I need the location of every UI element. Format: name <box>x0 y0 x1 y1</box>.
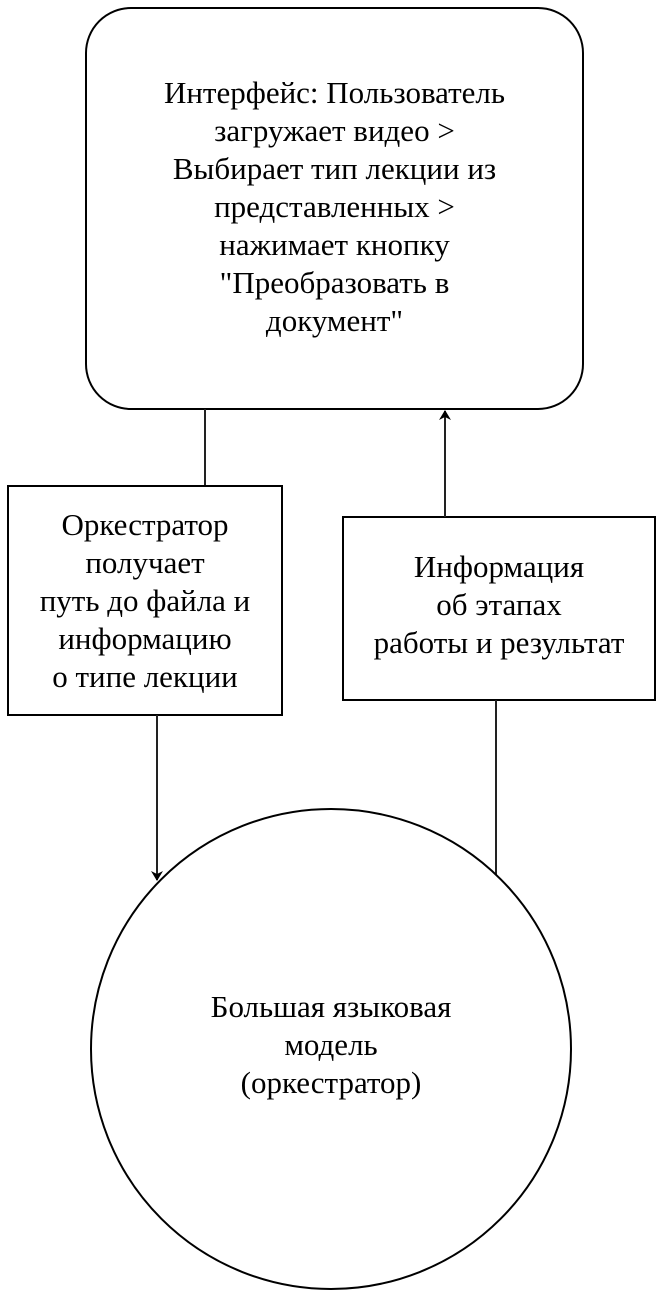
text-line: загружает видео > <box>214 113 455 148</box>
response-label-text: Информация об этапах работы и результат <box>343 530 655 680</box>
text-line: (оркестратор) <box>240 1065 422 1100</box>
text-line: Информация <box>413 549 585 584</box>
text-line: документ" <box>265 303 404 338</box>
text-line: "Преобразовать в <box>219 265 450 300</box>
text-line: представленных > <box>214 189 455 224</box>
text-line: модель <box>284 1027 378 1062</box>
text-line: нажимает кнопку <box>219 227 450 262</box>
response-label-box <box>342 516 656 701</box>
text-line: информацию <box>58 621 232 656</box>
interface-box <box>85 7 584 410</box>
llm-circle <box>90 808 572 1290</box>
text-line: Оркестратор <box>61 507 229 542</box>
text-line: работы и результат <box>373 625 625 660</box>
text-line: Большая языковая <box>210 989 452 1024</box>
request-label-text: Оркестратор получает путь до файла и инф… <box>8 490 282 712</box>
interface-text: Интерфейс: Пользователь загружает видео … <box>86 52 583 362</box>
text-line: путь до файла и <box>39 583 251 618</box>
text-line: Интерфейс: Пользователь <box>163 75 506 110</box>
text-line: Выбирает тип лекции из <box>172 151 497 186</box>
request-label-box <box>7 485 283 716</box>
text-line: получает <box>85 545 205 580</box>
text-line: о типе лекции <box>52 659 238 694</box>
llm-text: Большая языковая модель (оркестратор) <box>111 970 551 1120</box>
text-line: об этапах <box>436 587 562 622</box>
